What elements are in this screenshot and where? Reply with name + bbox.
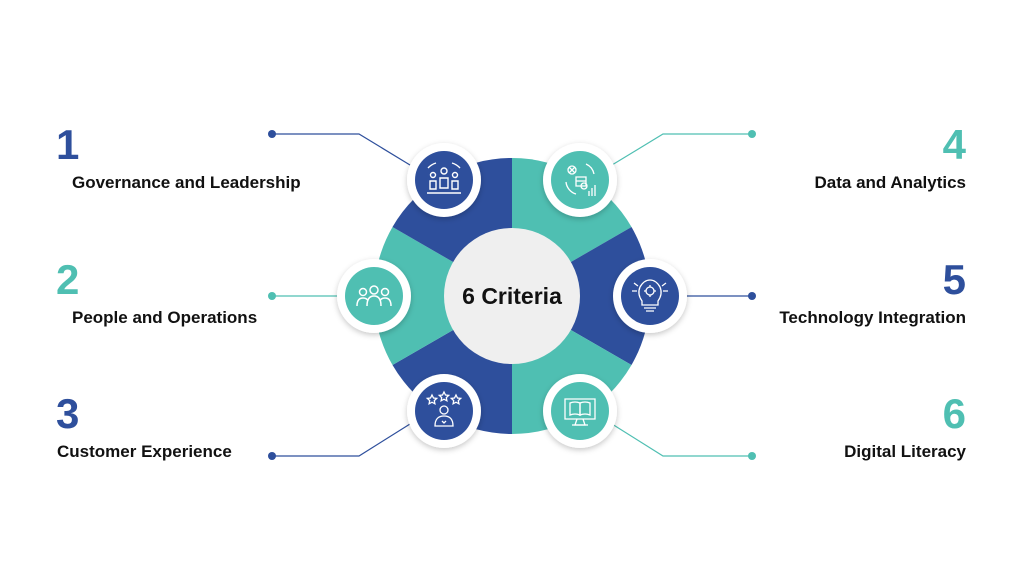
criterion-5-number: 5 xyxy=(942,256,966,303)
connector-dot-5 xyxy=(748,292,756,300)
center-hub xyxy=(444,228,580,364)
connector-dot-4 xyxy=(748,130,756,138)
digital-book-icon xyxy=(564,398,596,426)
badge-5 xyxy=(613,259,687,333)
badge-6 xyxy=(543,374,617,448)
center-title: 6 Criteria xyxy=(462,283,562,309)
wheel-sector-left xyxy=(374,227,512,365)
criterion-6-label: Digital Literacy xyxy=(844,442,966,461)
connector-1 xyxy=(272,133,411,166)
customer-rating-icon xyxy=(425,390,463,427)
connector-lines xyxy=(272,133,752,457)
criterion-4-label: Data and Analytics xyxy=(814,173,966,192)
connector-3 xyxy=(272,423,411,457)
connector-dot-3 xyxy=(268,452,276,460)
connector-dot-6 xyxy=(748,452,756,460)
connector-6 xyxy=(611,423,752,457)
badge-3 xyxy=(407,374,481,448)
connector-dots xyxy=(268,130,756,460)
connector-dot-2 xyxy=(268,292,276,300)
badge-4 xyxy=(543,143,617,217)
wheel-sector-right xyxy=(512,227,650,365)
badge-1 xyxy=(407,143,481,217)
criterion-4-number: 4 xyxy=(942,121,966,168)
criterion-2-number: 2 xyxy=(56,256,80,303)
criterion-5-label: Technology Integration xyxy=(779,308,966,327)
leadership-team-icon xyxy=(427,162,461,194)
criterion-3-label: Customer Experience xyxy=(57,442,232,461)
tech-lightbulb-icon xyxy=(632,279,668,312)
connector-4 xyxy=(611,133,752,166)
people-group-icon xyxy=(356,285,392,307)
criterion-3-number: 3 xyxy=(56,390,80,437)
criterion-1-number: 1 xyxy=(56,121,80,168)
criterion-6-number: 6 xyxy=(942,390,966,437)
criterion-2-label: People and Operations xyxy=(72,308,258,327)
criterion-1-label: Governance and Leadership xyxy=(72,173,301,192)
badge-2 xyxy=(337,259,411,333)
data-analytics-icon xyxy=(565,163,596,196)
connector-dot-1 xyxy=(268,130,276,138)
